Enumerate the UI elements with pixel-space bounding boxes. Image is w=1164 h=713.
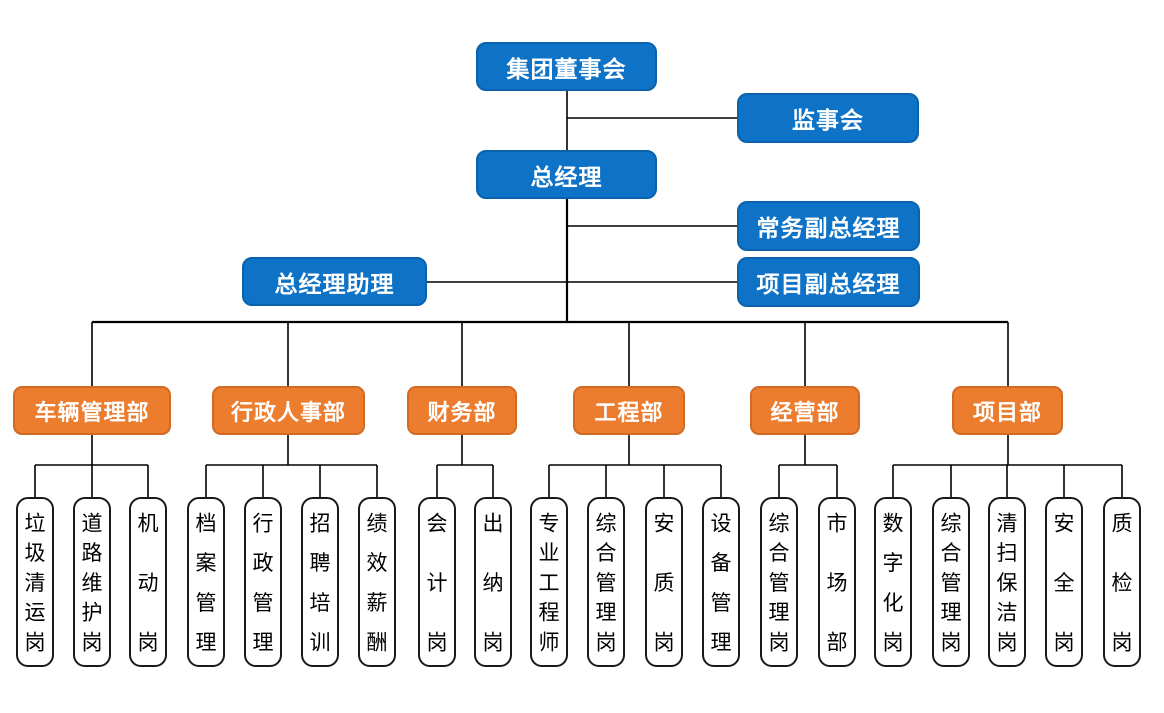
position-label: 绩效薪酬 (364, 512, 388, 652)
position-box: 设备管理 (702, 497, 740, 667)
position-label: 安全岗 (1051, 512, 1075, 652)
node-general-manager-label: 总经理 (530, 164, 603, 191)
position-label: 垃圾清运岗 (22, 512, 46, 652)
dept-project: 项目部 (952, 386, 1063, 435)
position-label: 行政管理 (250, 512, 274, 652)
node-general-manager: 总经理 (476, 150, 657, 199)
node-supervisory-board-label: 监事会 (792, 108, 864, 134)
position-label: 档案管理 (193, 512, 217, 652)
dept-finance: 财务部 (407, 386, 517, 435)
dept-engineering: 工程部 (573, 386, 685, 435)
position-connectors (34, 435, 1123, 497)
dept-project-label: 项目部 (972, 400, 1042, 426)
position-label: 综合管理岗 (593, 512, 617, 652)
position-box: 专业工程师 (530, 497, 568, 667)
position-box: 综合管理岗 (932, 497, 970, 667)
node-board: 集团董事会 (476, 42, 657, 91)
position-box: 市场部 (818, 497, 856, 667)
position-box: 数字化岗 (874, 497, 912, 667)
dept-finance-label: 财务部 (427, 400, 497, 426)
node-gm-assistant-label: 总经理助理 (274, 271, 395, 298)
dept-vehicle-management: 车辆管理部 (13, 386, 171, 435)
position-box: 出纳岗 (474, 497, 512, 667)
position-box: 机动岗 (129, 497, 167, 667)
position-label: 质检岗 (1109, 512, 1133, 652)
position-label: 清扫保洁岗 (994, 512, 1018, 652)
position-box: 道路维护岗 (73, 497, 111, 667)
position-box: 综合管理岗 (587, 497, 625, 667)
position-label: 专业工程师 (536, 512, 560, 652)
position-label: 数字化岗 (880, 512, 904, 652)
position-box: 综合管理岗 (760, 497, 798, 667)
node-gm-assistant: 总经理助理 (242, 257, 427, 306)
position-box: 清扫保洁岗 (988, 497, 1026, 667)
dept-admin-hr: 行政人事部 (212, 386, 365, 435)
node-executive-deputy-gm-label: 常务副总经理 (756, 216, 901, 242)
position-box: 安全岗 (1045, 497, 1083, 667)
position-label: 机动岗 (135, 512, 159, 652)
dept-vehicle-management-label: 车辆管理部 (34, 400, 150, 426)
position-box: 安质岗 (645, 497, 683, 667)
dept-operations-label: 经营部 (770, 400, 840, 426)
position-label: 出纳岗 (480, 512, 504, 652)
position-box: 垃圾清运岗 (16, 497, 54, 667)
node-project-deputy-gm-label: 项目副总经理 (756, 272, 901, 298)
position-box: 行政管理 (244, 497, 282, 667)
node-supervisory-board: 监事会 (737, 93, 919, 143)
node-board-label: 集团董事会 (506, 56, 627, 83)
position-label: 会计岗 (424, 512, 448, 652)
position-label: 综合管理岗 (938, 512, 962, 652)
node-executive-deputy-gm: 常务副总经理 (737, 201, 920, 251)
dept-operations: 经营部 (750, 386, 860, 435)
position-label: 市场部 (824, 512, 848, 652)
position-box: 绩效薪酬 (358, 497, 396, 667)
position-box: 质检岗 (1103, 497, 1141, 667)
position-box: 会计岗 (418, 497, 456, 667)
dept-admin-hr-label: 行政人事部 (230, 400, 346, 426)
position-label: 安质岗 (651, 512, 675, 652)
node-project-deputy-gm: 项目副总经理 (737, 257, 920, 307)
position-label: 招聘培训 (307, 512, 331, 652)
dept-engineering-label: 工程部 (594, 400, 664, 426)
position-label: 综合管理岗 (766, 512, 790, 652)
position-label: 道路维护岗 (79, 512, 103, 652)
position-box: 档案管理 (187, 497, 225, 667)
department-rail (91, 320, 1009, 386)
position-label: 设备管理 (708, 512, 732, 652)
executive-connectors (427, 91, 738, 322)
position-box: 招聘培训 (301, 497, 339, 667)
